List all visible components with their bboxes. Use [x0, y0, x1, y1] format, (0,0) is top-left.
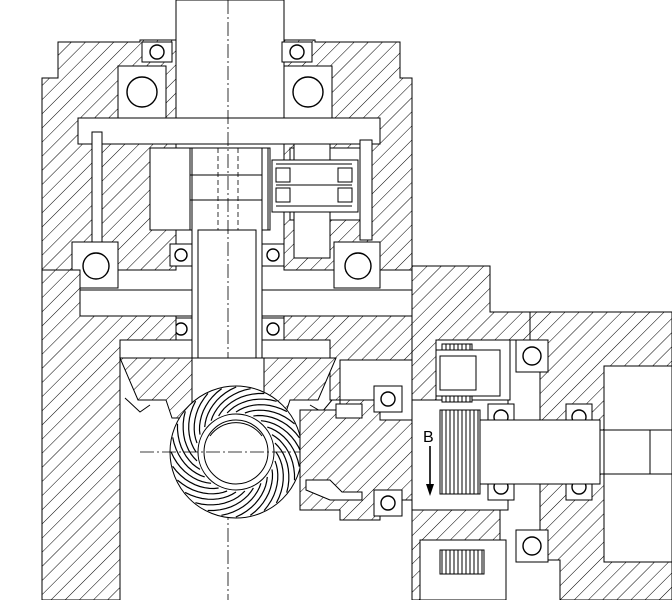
- worm-gear-tooth: [267, 426, 300, 467]
- worm-gear-tooth: [275, 451, 284, 504]
- mid-bearing-right: [333, 241, 381, 289]
- worm-gear-tooth: [235, 404, 288, 413]
- output-shaft: [479, 365, 672, 563]
- worm-gear-tooth: [193, 393, 209, 444]
- worm-gear-tooth: [235, 476, 268, 518]
- section-label: B: [423, 429, 434, 446]
- worm-gear-tooth: [172, 465, 219, 490]
- worm-gear-tooth: [218, 392, 265, 417]
- worm-gear-tooth: [170, 451, 212, 484]
- section-marker-b: B: [423, 429, 434, 496]
- worm-gear-tooth: [249, 469, 274, 516]
- vertical-shaft: [190, 0, 263, 600]
- needle-bearing-stack: [271, 159, 359, 213]
- worm-gear-tooth: [204, 386, 237, 428]
- worm-gear-tooth: [244, 409, 295, 425]
- worm-gear-tooth: [176, 423, 201, 470]
- worm-gear-tooth: [188, 400, 197, 453]
- small-bearing-shaft-upper: [169, 243, 285, 341]
- worm-gear-tooth: [184, 491, 237, 500]
- worm-gear-tooth: [207, 487, 254, 512]
- top-bearing-right: [281, 41, 333, 119]
- pinion-gear: [435, 343, 501, 575]
- worm-gear-tooth: [260, 420, 302, 453]
- worm-gear-tooth: [271, 434, 296, 481]
- worm-gear-tooth: [274, 442, 290, 493]
- worm-gear-tooth: [221, 483, 262, 516]
- worm-gear-tooth: [198, 388, 223, 435]
- worm-gear-tooth: [263, 460, 279, 511]
- worm-gear-tooth: [177, 479, 228, 495]
- worm-gear-tooth: [195, 490, 246, 506]
- worm-gear-tooth: [253, 414, 300, 439]
- worm-gear-tooth: [172, 437, 205, 478]
- worm-gear-tooth: [210, 388, 251, 421]
- worm-gear-tooth: [182, 411, 198, 462]
- top-bearing-left: [117, 41, 173, 119]
- worm-gear-tooth: [226, 398, 277, 414]
